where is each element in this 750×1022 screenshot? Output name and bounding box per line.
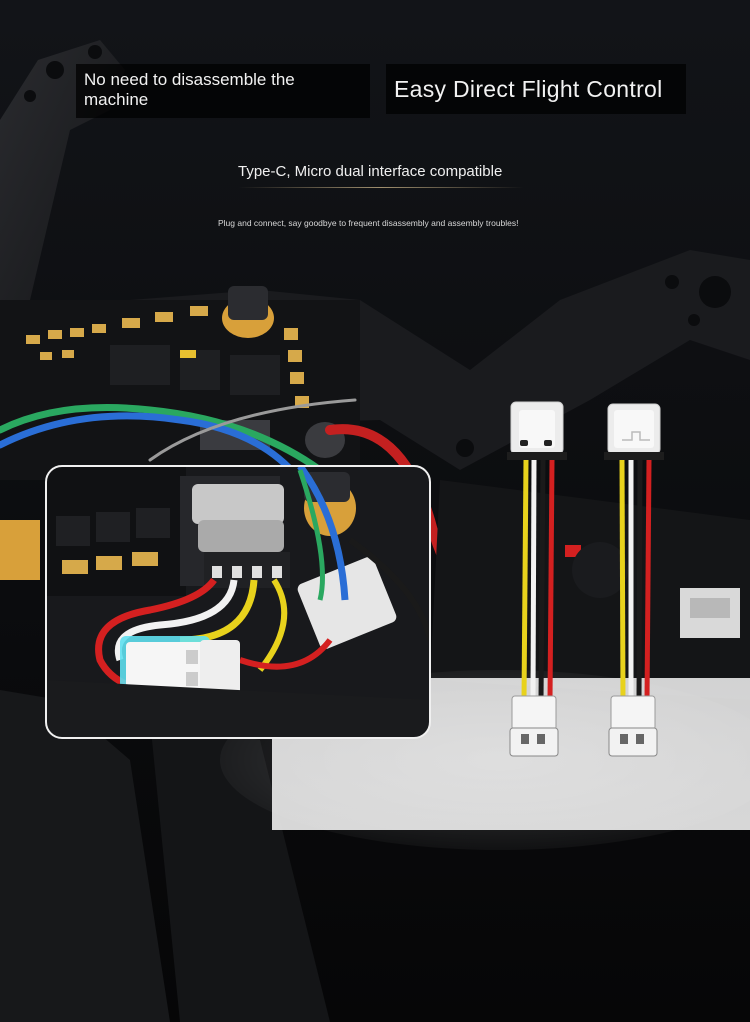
caption-plug-and-connect: Plug and connect, say goodbye to frequen… <box>218 218 519 228</box>
banner-easy-flight-control: Easy Direct Flight Control <box>386 64 686 114</box>
subtitle-dual-interface: Type-C, Micro dual interface compatible <box>238 163 503 180</box>
right-side-board <box>430 480 750 700</box>
closeup-inset <box>45 465 431 739</box>
subtitle-underline <box>238 187 524 188</box>
flight-controller-board <box>0 286 360 580</box>
type-c-cable <box>507 401 567 757</box>
banner-no-disassembly: No need to disassemble the machine <box>76 64 370 118</box>
micro-usb-cable <box>604 403 664 757</box>
